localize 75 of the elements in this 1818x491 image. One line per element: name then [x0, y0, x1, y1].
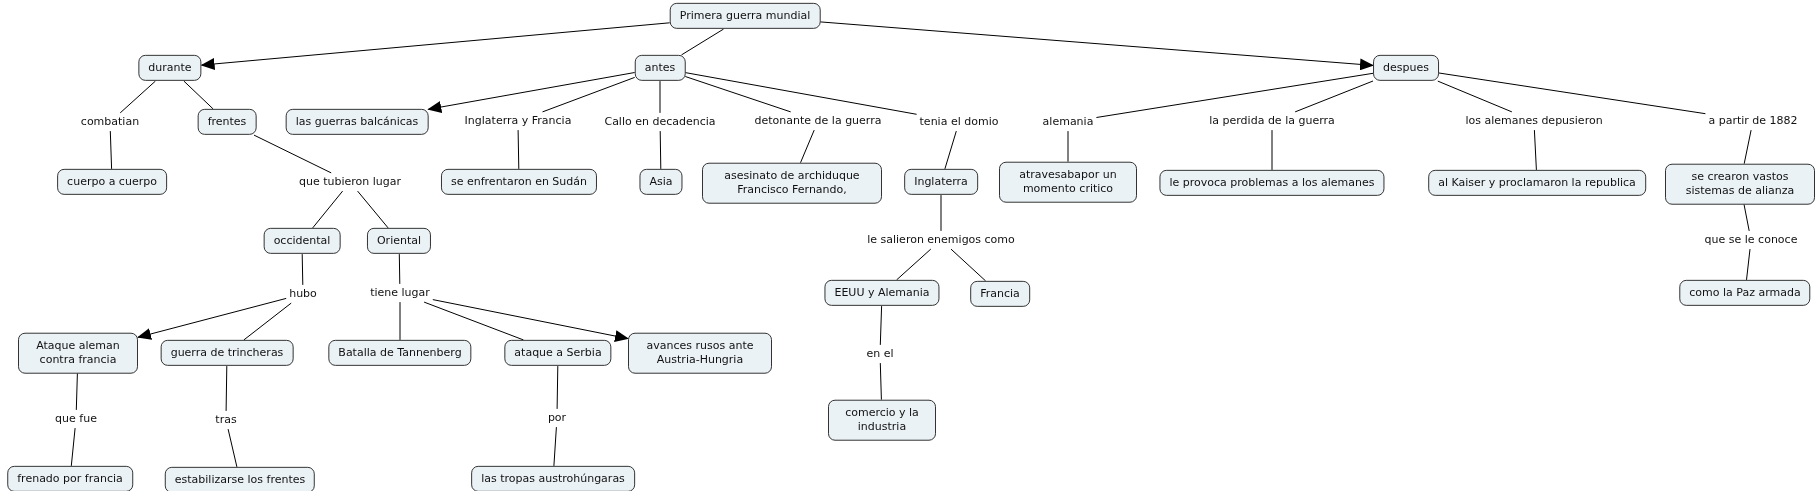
connector-line: [950, 248, 987, 282]
arrow: [137, 297, 287, 340]
concept-box: cuerpo a cuerpo: [57, 168, 167, 196]
concept-box: avances rusos ante Austria-Hungria: [628, 332, 772, 374]
connector-line: [1067, 130, 1069, 163]
connector-line: [659, 130, 662, 170]
connector-line: [227, 428, 238, 468]
connector-line: [1533, 129, 1537, 171]
title-box: Primera guerra mundial: [669, 2, 821, 30]
concept-box: Francia: [970, 280, 1030, 308]
connector-line: [879, 305, 883, 346]
arrow: [819, 21, 1374, 71]
connector-line: [896, 248, 932, 281]
connector-line: [542, 76, 636, 113]
connector-line: [119, 80, 156, 114]
concept-box: frentes: [197, 108, 257, 136]
connector-line: [75, 372, 78, 411]
concept-box: ataque a Serbia: [504, 339, 612, 367]
connector-line: [681, 28, 724, 56]
concept-box: durante: [138, 54, 202, 82]
connector-line: [109, 130, 113, 170]
connector-line: [1095, 72, 1374, 118]
arrow: [432, 299, 629, 342]
connector-line: [1746, 248, 1751, 281]
connector-line: [70, 427, 76, 467]
connector-line: [301, 253, 304, 286]
concept-box: se crearon vastos sistemas de alianza: [1665, 163, 1815, 205]
connector-line: [944, 130, 957, 170]
connector-line: [684, 72, 918, 115]
connector-line: [1271, 129, 1273, 171]
connector-line: [879, 362, 882, 401]
concept-box: EEUU y Alemania: [824, 279, 940, 307]
connector-line: [553, 426, 557, 467]
concept-box: como la Paz armada: [1679, 279, 1811, 307]
concept-box: Ataque aleman contra francia: [18, 332, 138, 374]
connector-line: [940, 194, 942, 232]
concept-box: guerra de trincheras: [160, 339, 294, 367]
concept-box: frenado por francia: [7, 465, 133, 491]
concept-box: al Kaiser y proclamaron la republica: [1428, 169, 1646, 197]
concept-box: asesinato de archiduque Francisco Fernando,: [702, 162, 882, 204]
concept-box: Batalla de Tannenberg: [328, 339, 472, 367]
concept-box: comercio y la industria: [828, 399, 936, 441]
concept-box: las guerras balcánicas: [285, 108, 429, 136]
connector-line: [423, 301, 524, 341]
connector-line: [800, 129, 815, 164]
connector-line: [1743, 203, 1750, 232]
concept-box: le provoca problemas a los alemanes: [1159, 169, 1385, 197]
concept-box: atravesabapor un momento critico: [999, 161, 1137, 203]
connector-line: [243, 302, 292, 341]
concept-box: Inglaterra: [904, 168, 978, 196]
connector-line: [253, 134, 332, 174]
concept-box: Asia: [639, 168, 683, 196]
connector-line: [517, 129, 520, 170]
connector-line: [556, 365, 559, 410]
connector-line: [1294, 80, 1374, 113]
connector-line: [398, 253, 401, 285]
concept-box: las tropas austrohúngaras: [471, 465, 635, 491]
arrow: [427, 72, 636, 113]
connector-line: [1743, 129, 1752, 165]
connector-line: [1437, 80, 1513, 113]
connector-line: [1438, 72, 1706, 115]
connector-line: [659, 80, 661, 114]
connector-line: [312, 190, 344, 229]
connector-line: [357, 190, 389, 229]
concept-box: occidental: [263, 227, 341, 255]
connector-line: [684, 76, 792, 113]
concept-box: despues: [1373, 54, 1439, 82]
concept-box: estabilizarse los frentes: [164, 466, 316, 491]
arrow: [200, 22, 671, 70]
connector-line: [225, 365, 228, 412]
concept-box: antes: [634, 54, 686, 82]
concept-box: Oriental: [366, 227, 432, 255]
concept-box: se enfrentaron en Sudán: [441, 168, 597, 196]
connector-line: [399, 301, 401, 341]
connector-line: [183, 80, 214, 110]
